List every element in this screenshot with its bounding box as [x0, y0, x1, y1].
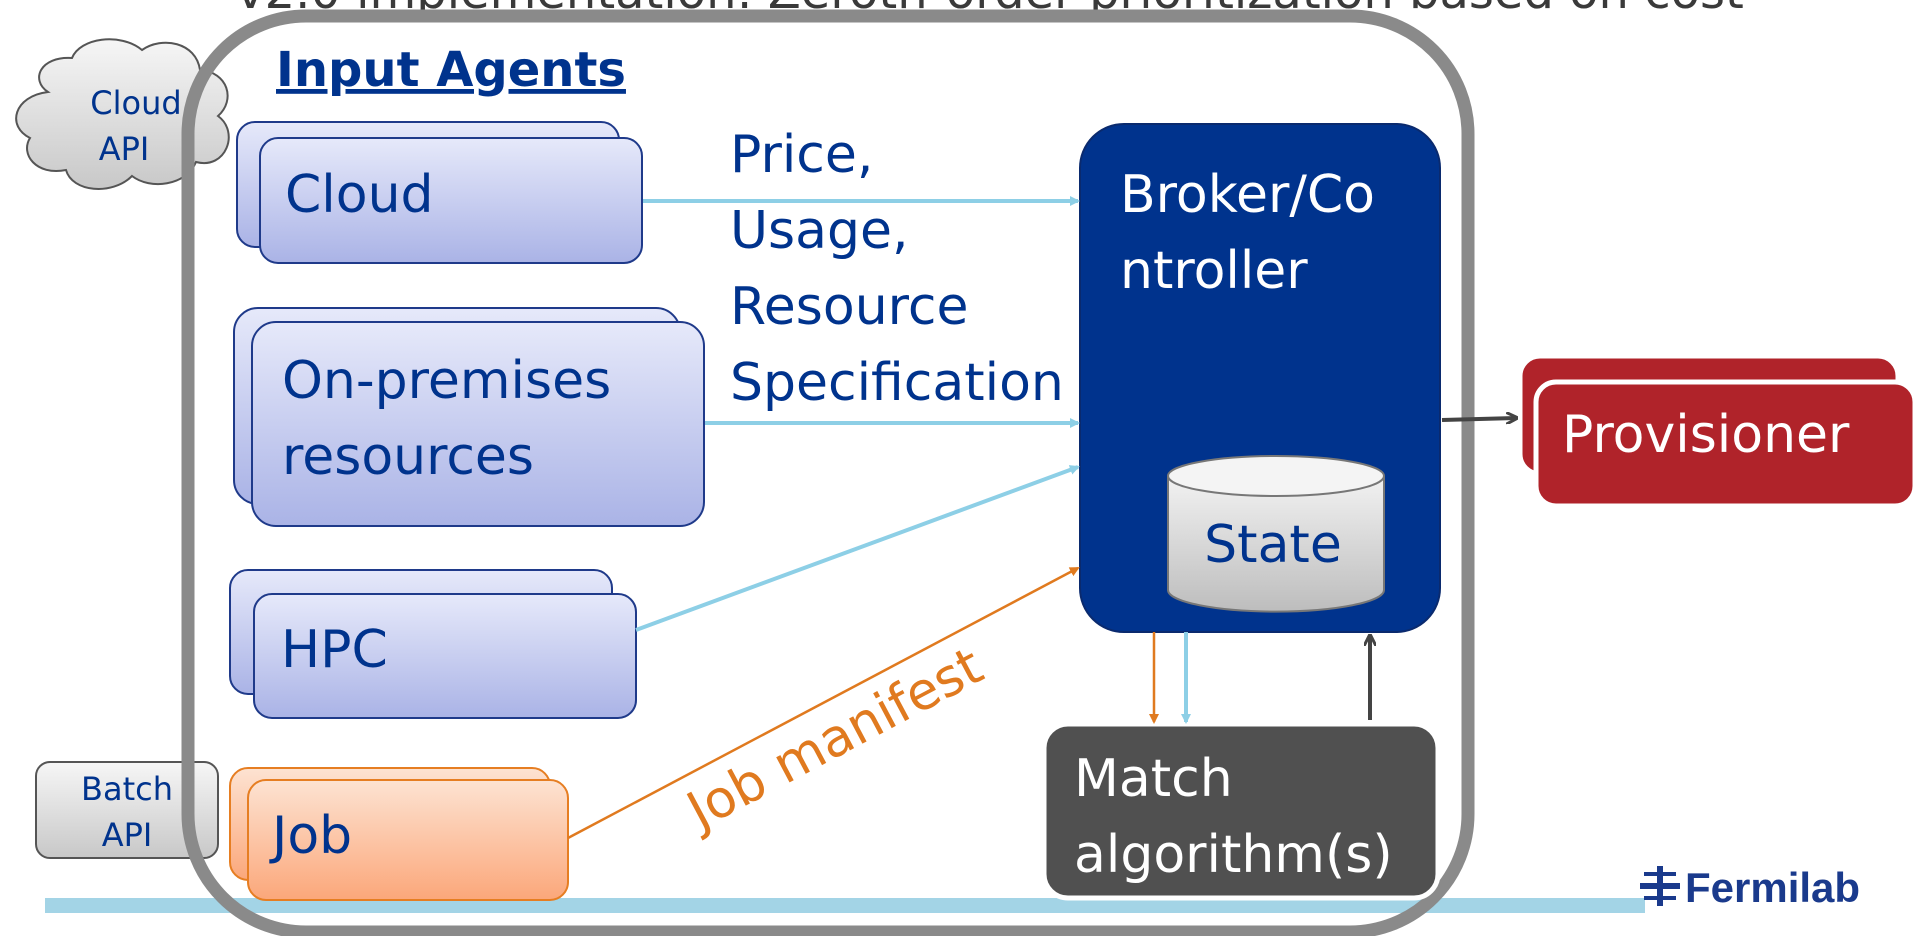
provisioner-label: Provisioner — [1562, 405, 1850, 465]
state-cylinder: State — [1167, 455, 1385, 613]
broker-line1: Broker/Co — [1120, 165, 1375, 225]
cloud-api-line1: Cloud — [90, 84, 181, 122]
cloud-api-line2: API — [99, 130, 150, 168]
match-line2: algorithm(s) — [1074, 825, 1393, 885]
arrow-hpc-to-broker — [635, 465, 1080, 632]
fermilab-mark-icon — [1640, 866, 1680, 906]
cloud-api-shape: Cloud API — [15, 38, 230, 190]
input-agents-heading: Input Agents — [276, 42, 626, 98]
fermilab-logo-text: Fermilab — [1685, 864, 1860, 911]
batch-api-box: Batch API — [35, 761, 219, 859]
onprem-agent-line1: On-premises — [282, 351, 611, 411]
flow-label-line3: Resource — [730, 277, 968, 337]
fermilab-logo: Fermilab — [1640, 864, 1860, 911]
onprem-agent-line2: resources — [282, 427, 534, 487]
broker-line2: ntroller — [1120, 241, 1308, 301]
job-agent-box: Job — [229, 767, 569, 901]
flow-label-line4: Specification — [730, 353, 1064, 413]
match-line1: Match — [1074, 749, 1233, 809]
state-label: State — [1204, 515, 1342, 575]
provisioner-box: Provisioner — [1517, 353, 1915, 509]
flow-label: Price, Usage, Resource Specification — [730, 125, 1064, 413]
batch-api-line1: Batch — [81, 770, 173, 808]
match-algorithm-box: Match algorithm(s) — [1041, 721, 1441, 901]
job-manifest-label: Job manifest — [675, 636, 992, 843]
arrow-broker-to-provisioner — [1441, 418, 1516, 420]
arrow-job-to-broker — [567, 566, 1080, 840]
flow-label-line1: Price, — [730, 125, 873, 185]
hpc-agent-label: HPC — [281, 620, 388, 680]
hpc-agent-box: HPC — [229, 569, 637, 719]
cloud-agent-box: Cloud — [236, 121, 643, 264]
footer-bar — [45, 898, 1645, 913]
onprem-agent-box: On-premises resources — [233, 307, 705, 527]
batch-api-line2: API — [102, 816, 153, 854]
cloud-agent-label: Cloud — [285, 165, 434, 225]
flow-label-line2: Usage, — [730, 201, 909, 261]
input-agents-frame — [181, 9, 1475, 939]
job-agent-label: Job — [269, 806, 352, 866]
